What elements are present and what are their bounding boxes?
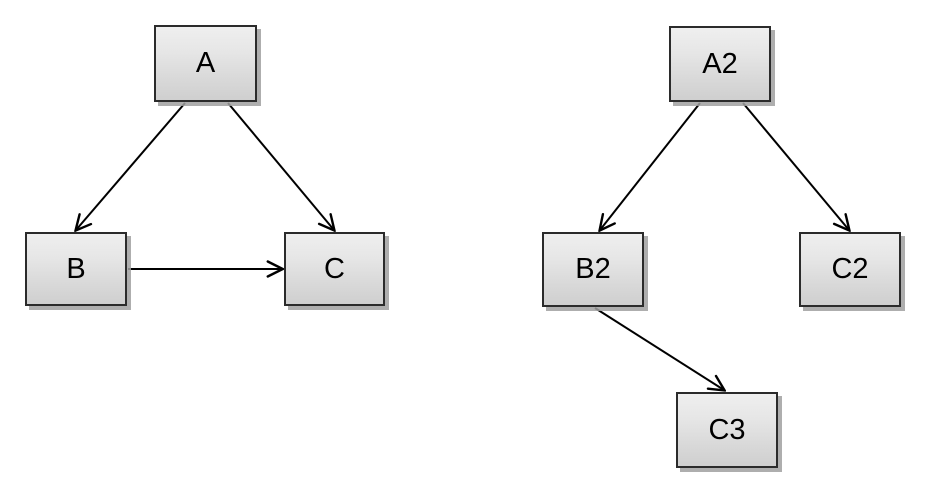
node-a2[interactable]: A2 bbox=[669, 26, 771, 102]
node-label: C bbox=[324, 252, 345, 285]
node-label: C3 bbox=[708, 413, 746, 446]
edge-b2-to-c3 bbox=[594, 307, 724, 390]
node-b[interactable]: B bbox=[25, 232, 127, 306]
node-c2[interactable]: C2 bbox=[799, 232, 901, 307]
node-c3[interactable]: C3 bbox=[676, 392, 778, 468]
edge-a2-to-b2 bbox=[600, 102, 701, 230]
node-c[interactable]: C bbox=[284, 232, 385, 306]
edge-a2-to-c2 bbox=[742, 102, 849, 230]
node-b2[interactable]: B2 bbox=[542, 232, 644, 307]
node-label: A2 bbox=[702, 47, 738, 80]
node-label: C2 bbox=[831, 253, 869, 285]
node-a[interactable]: A bbox=[154, 25, 257, 102]
edges-group bbox=[76, 102, 849, 390]
node-label: B2 bbox=[575, 253, 611, 285]
edge-a-to-c bbox=[227, 102, 334, 230]
node-label: B bbox=[66, 252, 86, 285]
edge-a-to-b bbox=[76, 102, 186, 230]
node-label: A bbox=[195, 47, 216, 79]
